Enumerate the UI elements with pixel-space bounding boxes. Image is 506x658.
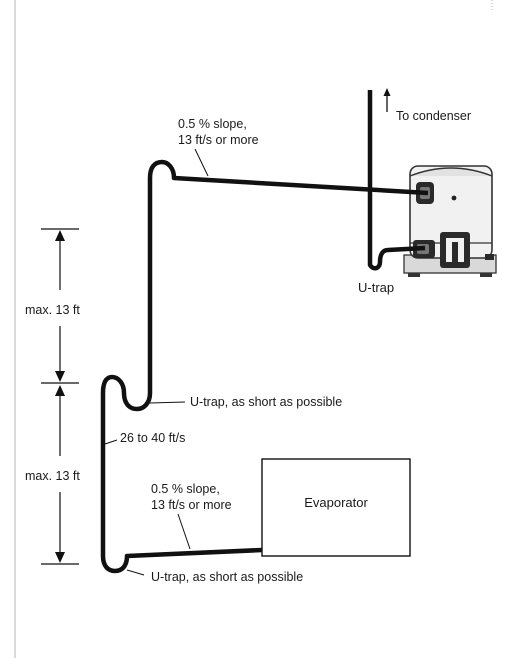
bottom-slope-label-line2: 13 ft/s or more [151, 498, 232, 512]
compressor-u-trap-label: U-trap [358, 280, 394, 295]
evaporator-label: Evaporator [304, 495, 368, 510]
top-slope-leader [194, 148, 209, 177]
dimension-arrow-icon [41, 228, 79, 565]
lower-u-trap-label: U-trap, as short as possible [151, 570, 303, 584]
upper-u-trap-label: U-trap, as short as possible [190, 395, 342, 409]
riser-speed-label: 26 to 40 ft/s [120, 431, 185, 445]
bottom-slope-label-line1: 0.5 % slope, [151, 482, 220, 496]
lower-u-trap-leader [126, 569, 145, 576]
evaporator-box [261, 458, 411, 557]
bottom-slope-leader [177, 513, 191, 550]
max-height-upper-label: max. 13 ft [25, 303, 80, 317]
arrow-up-icon [383, 88, 391, 112]
upper-u-trap-leader [149, 401, 186, 404]
suction-pipe [100, 159, 429, 574]
compressor-u-trap-pipe [367, 90, 426, 271]
top-slope-label-line1: 0.5 % slope, [178, 117, 247, 131]
max-height-lower-label: max. 13 ft [25, 469, 80, 483]
dimension-arrowheads [55, 230, 65, 563]
riser-speed-leader [104, 439, 118, 445]
to-condenser-label: To condenser [396, 109, 471, 123]
compressor-icon [403, 165, 497, 277]
top-slope-label-line2: 13 ft/s or more [178, 133, 259, 147]
